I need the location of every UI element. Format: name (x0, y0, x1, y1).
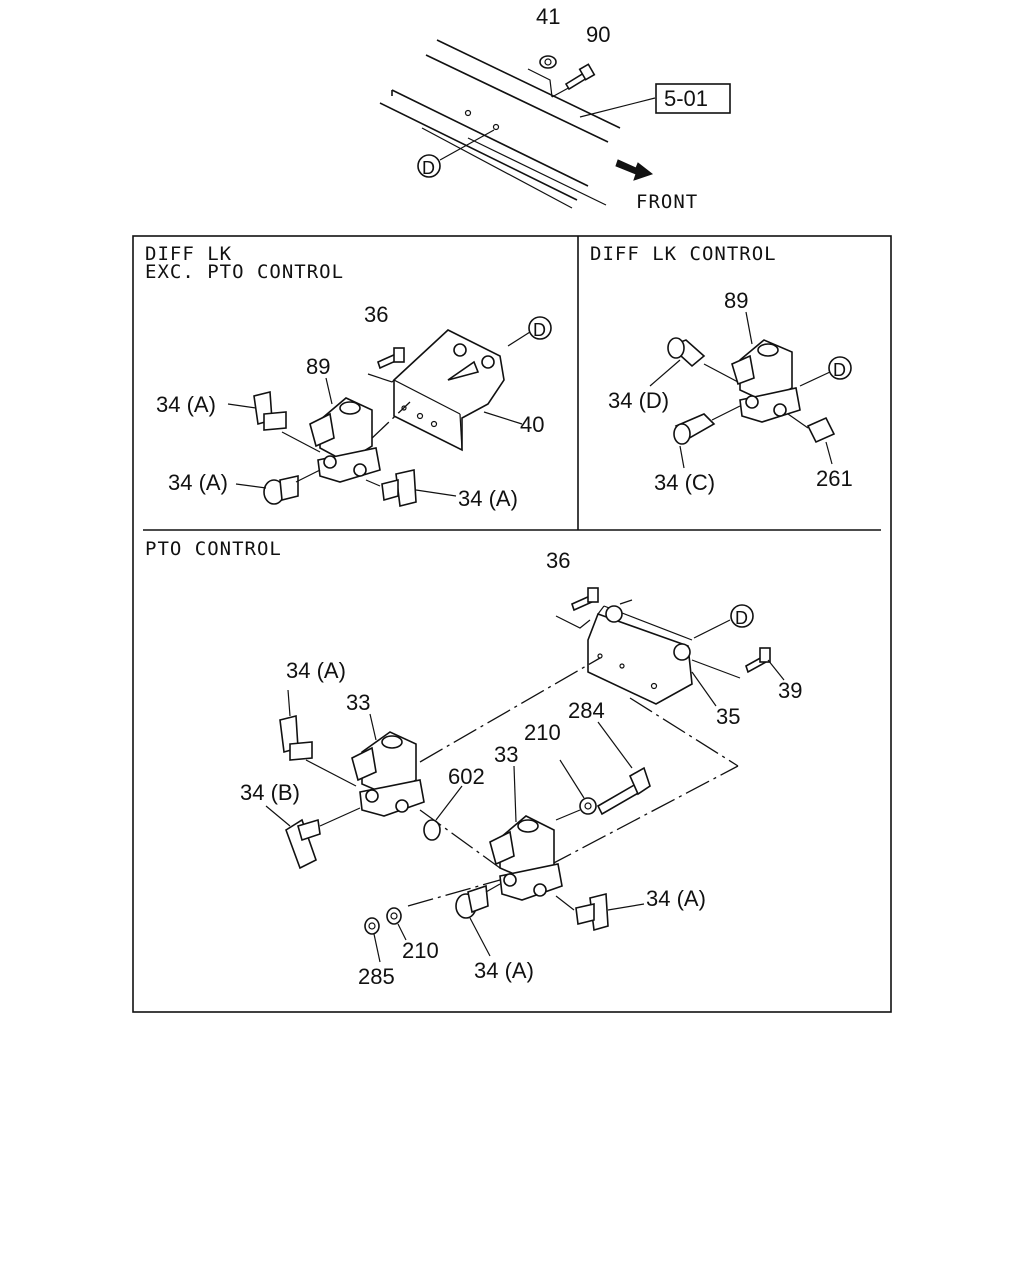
bracket-35 (587, 605, 693, 705)
label-34a-diff-3: 34 (A) (458, 486, 518, 511)
bolt-icon (564, 63, 596, 91)
label-89-ctrl: 89 (724, 288, 748, 313)
callout-d-ctrl: D (833, 360, 846, 380)
front-label: FRONT (636, 191, 698, 213)
panel-frame (132, 235, 892, 1013)
label-284: 284 (568, 698, 605, 723)
label-39: 39 (778, 678, 802, 703)
label-36-diff: 36 (364, 302, 388, 327)
bolt-icon (596, 766, 651, 816)
label-34a-diff-2: 34 (A) (168, 470, 228, 495)
panel-diff-lk-control-title: DIFF LK CONTROL (590, 243, 777, 265)
label-34a-pto-1: 34 (A) (286, 658, 346, 683)
fitting-icon (285, 818, 321, 870)
label-34c: 34 (C) (654, 470, 715, 495)
fitting-icon (279, 714, 313, 761)
label-261: 261 (816, 466, 853, 491)
leader-5-01 (579, 97, 656, 118)
plug-icon (806, 416, 836, 444)
o-ring-icon (423, 819, 441, 841)
washer-icon (579, 797, 597, 815)
solenoid-valve-33 (489, 815, 563, 901)
fitting-icon (381, 469, 417, 507)
label-34d: 34 (D) (608, 388, 669, 413)
fitting-icon (253, 390, 287, 431)
bracket-40 (393, 329, 505, 452)
label-41: 41 (536, 4, 560, 29)
callout-d-top: D (422, 158, 435, 178)
label-89-diff: 89 (306, 354, 330, 379)
washer-icon (386, 907, 402, 925)
label-33-lower: 33 (494, 742, 518, 767)
panel-diff-lk-title-1: DIFF LK (145, 243, 232, 265)
label-34a-pto-3: 34 (A) (646, 886, 706, 911)
nut-icon (364, 917, 380, 935)
label-35: 35 (716, 704, 740, 729)
label-34a-diff-1: 34 (A) (156, 392, 216, 417)
leader-41 (527, 68, 553, 98)
label-34a-pto-2: 34 (A) (474, 958, 534, 983)
panel-diff-lk-title-2: EXC. PTO CONTROL (145, 261, 344, 283)
fitting-icon (263, 475, 299, 505)
ref-box-label: 5-01 (664, 86, 708, 111)
label-285: 285 (358, 964, 395, 989)
front-arrow-icon (615, 159, 654, 181)
solenoid-valve-89 (731, 339, 801, 423)
label-602: 602 (448, 764, 485, 789)
label-33-upper: 33 (346, 690, 370, 715)
label-90: 90 (586, 22, 610, 47)
bolt-icon (745, 647, 771, 674)
fitting-icon (455, 884, 489, 919)
label-36-pto: 36 (546, 548, 570, 573)
label-40: 40 (520, 412, 544, 437)
nut-icon (539, 55, 557, 69)
solenoid-valve-33 (351, 731, 425, 817)
label-34b: 34 (B) (240, 780, 300, 805)
panel-pto-title: PTO CONTROL (145, 538, 282, 560)
label-210-lower: 210 (402, 938, 439, 963)
ref-box (655, 83, 731, 114)
callout-d-circle (417, 154, 441, 178)
callout-d-pto: D (735, 608, 748, 628)
frame-rail (379, 39, 621, 209)
fitting-icon (673, 413, 716, 445)
solenoid-valve-89 (309, 397, 381, 483)
bolt-icon (571, 587, 599, 612)
bolt-icon (377, 347, 405, 370)
fitting-icon (667, 337, 706, 368)
fitting-icon (575, 892, 609, 932)
callout-d-diff-lk: D (533, 320, 546, 340)
leader-d-top (439, 129, 495, 161)
label-210-upper: 210 (524, 720, 561, 745)
